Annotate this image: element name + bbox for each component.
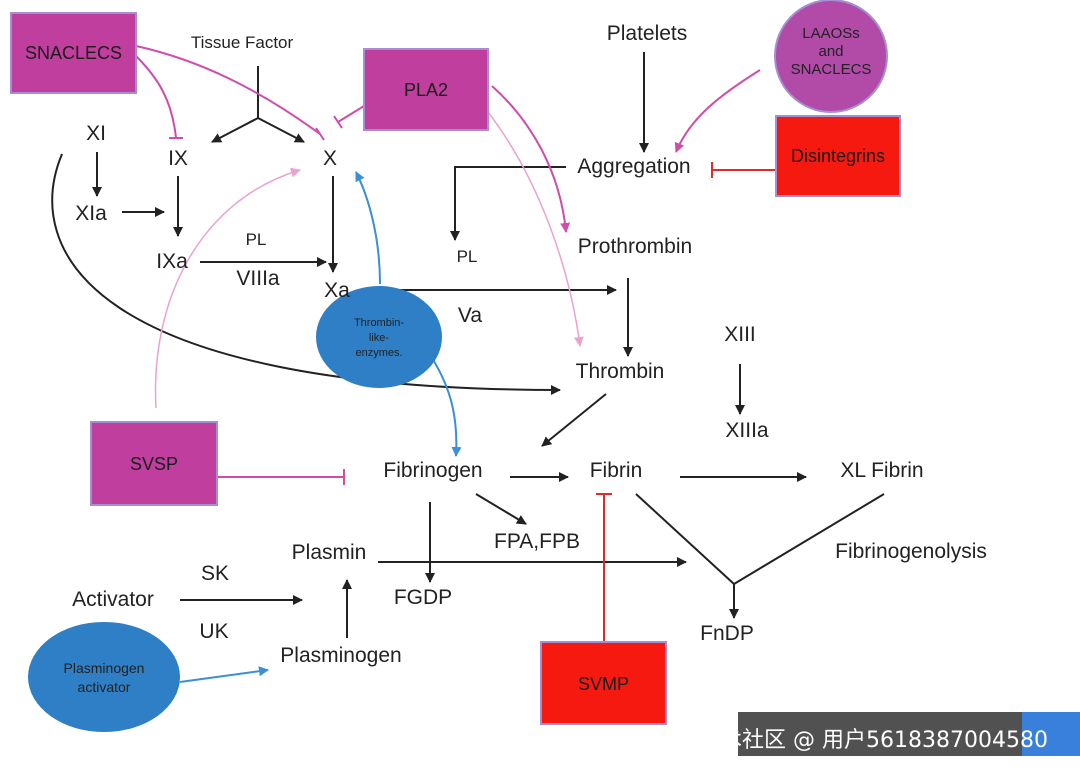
fibrinogen-to-fpa-arrow <box>475 493 527 525</box>
laaoss-label-line3: SNACLECS <box>791 61 872 78</box>
xiii-label: XIII <box>724 323 756 346</box>
cascade-arrows <box>51 52 885 638</box>
activator-label: Activator <box>72 588 154 611</box>
plasminogen-activator-line2: activator <box>78 679 131 695</box>
thrombin-like-line2: like- <box>369 332 390 344</box>
pl-right-label: PL <box>457 247 478 266</box>
svsp-label: SVSP <box>130 454 178 474</box>
plasminogen-label: Plasminogen <box>280 644 401 667</box>
laaoss-to-aggregation <box>674 69 761 153</box>
fibrin-degradation-line <box>635 493 735 585</box>
x-label: X <box>323 147 337 170</box>
laaoss-label-line2: and <box>818 43 843 60</box>
activator-to-plasminogen <box>179 666 269 683</box>
snaclecs-label: SNACLECS <box>25 43 122 63</box>
svsp-to-x <box>154 167 301 409</box>
thrombin-like-line3: enzymes. <box>355 347 402 359</box>
sk-label: SK <box>201 562 229 585</box>
snaclecs-x-bar <box>315 127 325 141</box>
laaoss-circle: LAAOSs and SNACLECS <box>774 0 888 113</box>
modulator-arrows <box>135 45 761 485</box>
thrombin-like-line1: Thrombin- <box>354 317 404 329</box>
thrombin-like-enzymes-oval: Thrombin- like- enzymes. <box>316 286 442 388</box>
xia-label: XIa <box>75 202 107 225</box>
svsp-box: SVSP <box>90 421 218 506</box>
fibrinogen-label: Fibrinogen <box>383 459 482 482</box>
pla2-inhibits-x <box>337 105 365 123</box>
xi-to-thrombin-curve <box>51 153 561 395</box>
plasminogen-activator-oval: Plasminogen activator <box>28 622 180 732</box>
pl-left-label: PL <box>246 230 267 249</box>
uk-label: UK <box>199 620 228 643</box>
disintegrins-box: Disintegrins <box>775 115 901 197</box>
svmp-label: SVMP <box>578 674 629 694</box>
aggregation-to-pl-arrow <box>450 166 566 241</box>
xiiia-label: XIIIa <box>725 419 769 442</box>
pla2-to-prothrombin <box>491 85 571 233</box>
fibrinogenolysis-label: Fibrinogenolysis <box>835 540 987 563</box>
factor-labels: Tissue Factor XI XIa IX IXa X Xa PL VIII… <box>72 22 987 667</box>
snaclecs-inhibits-x <box>135 45 321 135</box>
snaclecs-box: SNACLECS <box>10 12 137 94</box>
tf-to-x-arrow <box>257 117 305 143</box>
fndp-label: FnDP <box>700 622 754 645</box>
platelets-label: Platelets <box>607 22 688 45</box>
pla2-label: PLA2 <box>404 80 448 100</box>
aggregation-label: Aggregation <box>577 155 690 178</box>
watermark-text: 掘金技术社区 @ 用户5618387004580 <box>654 728 1048 753</box>
red-inhibitions <box>596 162 776 642</box>
watermark-accent <box>1022 712 1080 756</box>
ix-label: IX <box>168 147 188 170</box>
watermark-banner: 掘金技术社区 @ 用户5618387004580 <box>654 712 1080 756</box>
thrombin-like-to-fibrinogen <box>431 357 462 457</box>
plasminogen-activator-line1: Plasminogen <box>64 660 145 676</box>
xl-fibrin-degradation-line <box>733 493 885 585</box>
plasmin-label: Plasmin <box>292 541 367 564</box>
pla2-box: PLA2 <box>363 48 489 131</box>
pla2-x-bar <box>333 115 343 129</box>
thrombin-like-to-x <box>355 171 381 285</box>
xa-label: Xa <box>324 279 350 302</box>
xl-fibrin-label: XL Fibrin <box>840 459 923 482</box>
fibrin-label: Fibrin <box>590 459 643 482</box>
blue-arrows <box>179 171 462 683</box>
disintegrins-label: Disintegrins <box>791 146 885 166</box>
thrombin-to-fibrinogen-arrow <box>541 393 607 447</box>
va-label: Va <box>458 304 482 327</box>
prothrombin-label: Prothrombin <box>578 235 692 258</box>
fpa-fpb-label: FPA,FPB <box>494 530 580 553</box>
fgdp-label: FGDP <box>394 586 452 609</box>
xi-label: XI <box>86 122 106 145</box>
svmp-box: SVMP <box>540 641 667 725</box>
viiia-label: VIIIa <box>236 267 280 290</box>
snaclecs-inhibits-ix <box>135 55 177 139</box>
pla2-to-thrombin <box>487 111 584 347</box>
ixa-label: IXa <box>156 250 188 273</box>
thrombin-label: Thrombin <box>576 360 665 383</box>
tissue-factor-label: Tissue Factor <box>191 33 294 52</box>
tf-to-ix-arrow <box>211 117 259 143</box>
laaoss-label-line1: LAAOSs <box>802 25 860 42</box>
